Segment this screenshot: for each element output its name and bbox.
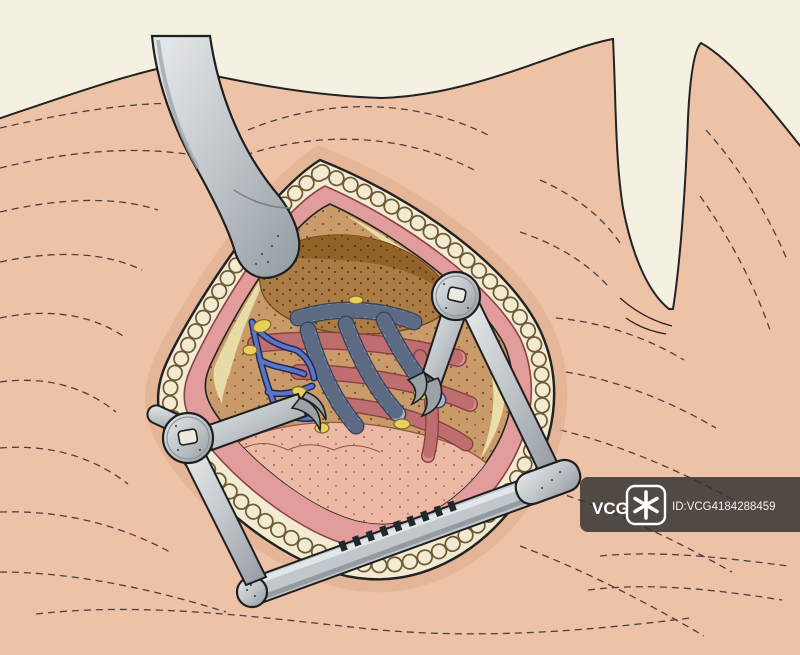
fascia-band-right bbox=[344, 214, 506, 460]
watermark-bar bbox=[580, 477, 800, 532]
vcg-logo-icon bbox=[625, 484, 667, 526]
fat-globule bbox=[242, 344, 258, 356]
vcg-watermark: VCG ID:VCG4184288459 bbox=[580, 477, 800, 532]
retractor-ribbon-top bbox=[150, 34, 301, 279]
watermark-id: ID:VCG4184288459 bbox=[672, 501, 776, 513]
cavity-contents bbox=[213, 214, 506, 524]
left-retractor-claw bbox=[290, 391, 327, 433]
right-retractor-claw bbox=[406, 370, 443, 418]
right-hinge-slot bbox=[446, 286, 467, 303]
metal-texture-dots bbox=[174, 424, 202, 452]
retractor-right bbox=[406, 270, 582, 506]
retractor-ratchet-bar bbox=[235, 465, 575, 609]
skin-fold-lines bbox=[619, 297, 673, 335]
blood-vessels bbox=[248, 318, 318, 422]
ratchet-teeth bbox=[338, 499, 460, 552]
metal-texture-dots bbox=[254, 234, 280, 266]
ribbon-bend-crease bbox=[233, 189, 291, 209]
fat-globule bbox=[252, 318, 272, 334]
retractor-left bbox=[146, 391, 327, 587]
right-retractor-end-block bbox=[514, 458, 582, 506]
left-hinge-slot bbox=[177, 428, 199, 446]
left-hinge-ring bbox=[166, 416, 210, 460]
ribbon-edge-shade bbox=[156, 39, 200, 169]
corrugated-ducts bbox=[289, 301, 447, 435]
fat-globule bbox=[348, 295, 364, 305]
metal-texture-dots bbox=[245, 583, 257, 598]
right-hinge-ring bbox=[435, 275, 477, 317]
lower-tissue-scallop-edge bbox=[243, 443, 381, 453]
watermark-brand: VCG bbox=[592, 499, 629, 518]
fascia-band-left bbox=[213, 252, 278, 404]
fat-globule bbox=[393, 418, 411, 430]
metal-texture-dots bbox=[442, 282, 562, 490]
skin-tension-lines bbox=[0, 102, 789, 637]
